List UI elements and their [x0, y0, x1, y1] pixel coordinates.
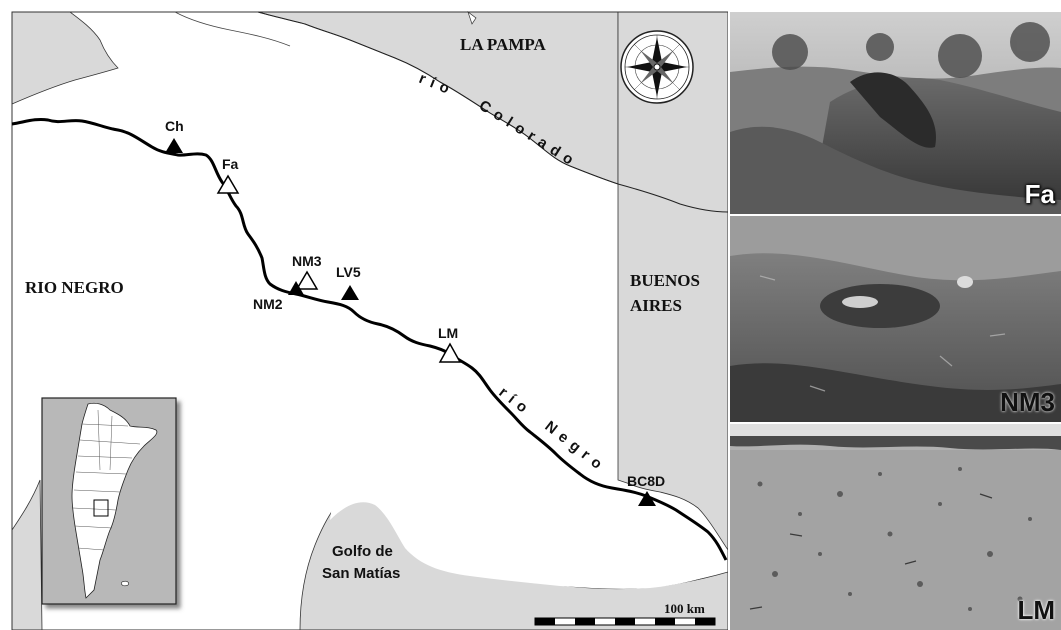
scale-bar: 100 km [534, 601, 716, 626]
chubut-edge [11, 479, 43, 630]
inset-map [41, 397, 177, 605]
gulf-label-2: San Matías [322, 565, 400, 582]
photo-fa: Fa [730, 12, 1061, 214]
golfo-san-matias [330, 486, 728, 589]
rio-colorado-line [257, 11, 728, 213]
region-label-buenos-aires-1: BUENOS [630, 271, 700, 290]
map-frame [11, 11, 728, 630]
site-label-ch: Ch [165, 118, 184, 134]
scale-bar-label: 100 km [664, 601, 705, 616]
site-label-lv5: LV5 [336, 264, 361, 280]
region-label-buenos-aires-2: AIRES [630, 296, 682, 315]
buenos-aires-province [617, 11, 728, 551]
site-marker-nm2 [288, 281, 304, 295]
northern-boundary-line [174, 11, 291, 47]
region-label-la-pampa: LA PAMPA [460, 35, 546, 54]
photo-lm: LM [730, 424, 1061, 630]
rio-negro-line [11, 118, 728, 561]
photo-label-fa: Fa [1024, 179, 1055, 209]
neuquen-province [11, 11, 119, 105]
photo-label-lm: LM [1017, 595, 1055, 625]
site-marker-lm [438, 342, 462, 363]
region-label-rio-negro: RIO NEGRO [25, 278, 124, 297]
site-marker-nm3 [295, 270, 319, 290]
site-marker-ch [165, 138, 183, 153]
site-label-nm2: NM2 [253, 296, 283, 312]
photo-label-nm3: NM3 [1000, 387, 1055, 417]
site-marker-fa [216, 174, 240, 194]
map: LA PAMPA RIO NEGRO BUENOS AIRES río Colo… [11, 11, 728, 630]
site-label-nm3: NM3 [292, 253, 322, 269]
inset-island [121, 580, 129, 587]
small-lake [467, 11, 477, 25]
site-marker-lv5 [341, 285, 359, 300]
compass-rose-icon [620, 30, 694, 104]
site-label-lm: LM [438, 325, 458, 341]
inset-study-area-box [93, 499, 109, 517]
site-marker-bc8d [638, 491, 656, 506]
photo-nm3: NM3 [730, 216, 1061, 422]
site-label-fa: Fa [222, 156, 239, 172]
site-label-bc8d: BC8D [627, 473, 665, 489]
gulf-label-1: Golfo de [332, 543, 393, 560]
